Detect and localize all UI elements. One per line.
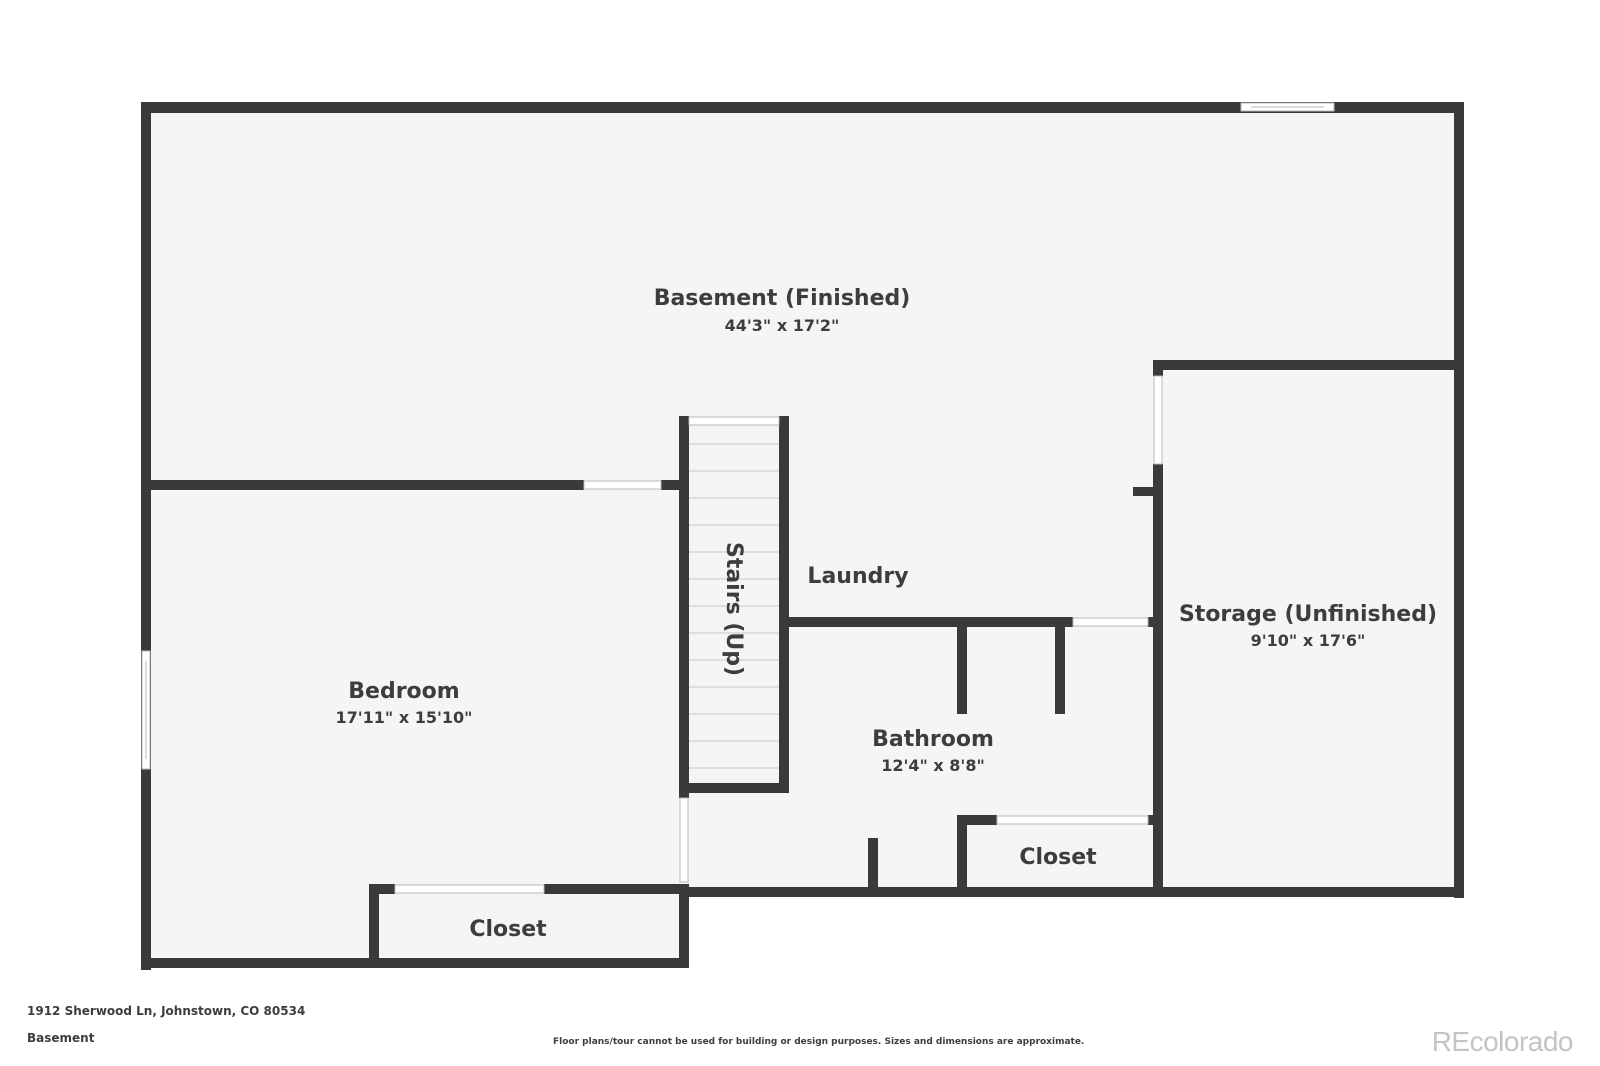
wall-bath-partition-2 [1055, 617, 1065, 714]
wall-bedroom-north-left [141, 480, 584, 490]
wall-bath-north [779, 617, 1073, 627]
opening-storage [1153, 375, 1163, 465]
window-mullions [145, 106, 1324, 759]
opening-stairs-top [688, 416, 780, 426]
room-label-bathroom: Bathroom [872, 727, 994, 752]
brand-logo: REcolorado [1431, 1026, 1574, 1057]
room-label-bath-closet: Closet [1019, 845, 1097, 870]
walls [141, 102, 1464, 970]
opening-bath-north [1072, 617, 1149, 627]
wall-stairs-east [779, 416, 789, 793]
wall-storage-west-top [1153, 360, 1163, 376]
opening-bedroom-north [583, 480, 662, 490]
wall-bath-closet-west [957, 815, 967, 895]
room-label-laundry: Laundry [807, 564, 908, 589]
wall-south-west [141, 958, 689, 968]
room-label-storage: Storage (Unfinished) [1179, 602, 1437, 627]
wall-bed-closet-north-right [544, 884, 689, 894]
room-dims-basement: 44'3" x 17'2" [725, 316, 840, 335]
room-dims-bedroom: 17'11" x 15'10" [336, 708, 473, 727]
wall-bath-closet-north-left [957, 815, 997, 825]
wall-bed-closet-west [369, 884, 379, 966]
wall-bed-closet-north-left [369, 884, 395, 894]
property-address: 1912 Sherwood Ln, Johnstown, CO 80534 [27, 1004, 306, 1018]
room-label-bed-closet: Closet [469, 917, 547, 942]
wall-east [1454, 102, 1464, 898]
wall-south-east [679, 887, 1464, 897]
disclaimer-text: Floor plans/tour cannot be used for buil… [553, 1037, 1085, 1047]
room-dims-bathroom: 12'4" x 8'8" [881, 756, 985, 775]
opening-bath-closet [996, 815, 1149, 825]
room-label-bedroom: Bedroom [348, 679, 459, 704]
wall-bath-south-stub [868, 838, 878, 892]
stair-treads [689, 443, 779, 769]
wall-bath-partition-1 [957, 617, 967, 714]
floor-area [141, 103, 1454, 964]
room-label-stairs: Stairs (Up) [721, 542, 746, 676]
wall-north [141, 102, 1464, 113]
room-label-basement: Basement (Finished) [654, 286, 911, 311]
wall-west [141, 102, 151, 970]
floor-level-label: Basement [27, 1031, 95, 1045]
room-dims-storage: 9'10" x 17'6" [1251, 631, 1366, 650]
wall-stairs-bottom [679, 783, 789, 793]
wall-storage-west [1153, 464, 1163, 896]
wall-bedroom-north-right [661, 480, 689, 490]
wall-bath-closet-north-right [1148, 815, 1163, 825]
opening-bedroom-east [679, 797, 689, 883]
wall-stairs-top-left [679, 416, 689, 426]
wall-bump-east [679, 887, 689, 968]
opening-bed-closet [394, 884, 545, 894]
wall-storage-stub [1133, 487, 1158, 496]
wall-storage-north [1153, 360, 1458, 370]
wall-bedroom-east [679, 416, 689, 798]
wall-stairs-top-right [779, 416, 789, 426]
wall-bath-north-stub [1148, 617, 1163, 627]
